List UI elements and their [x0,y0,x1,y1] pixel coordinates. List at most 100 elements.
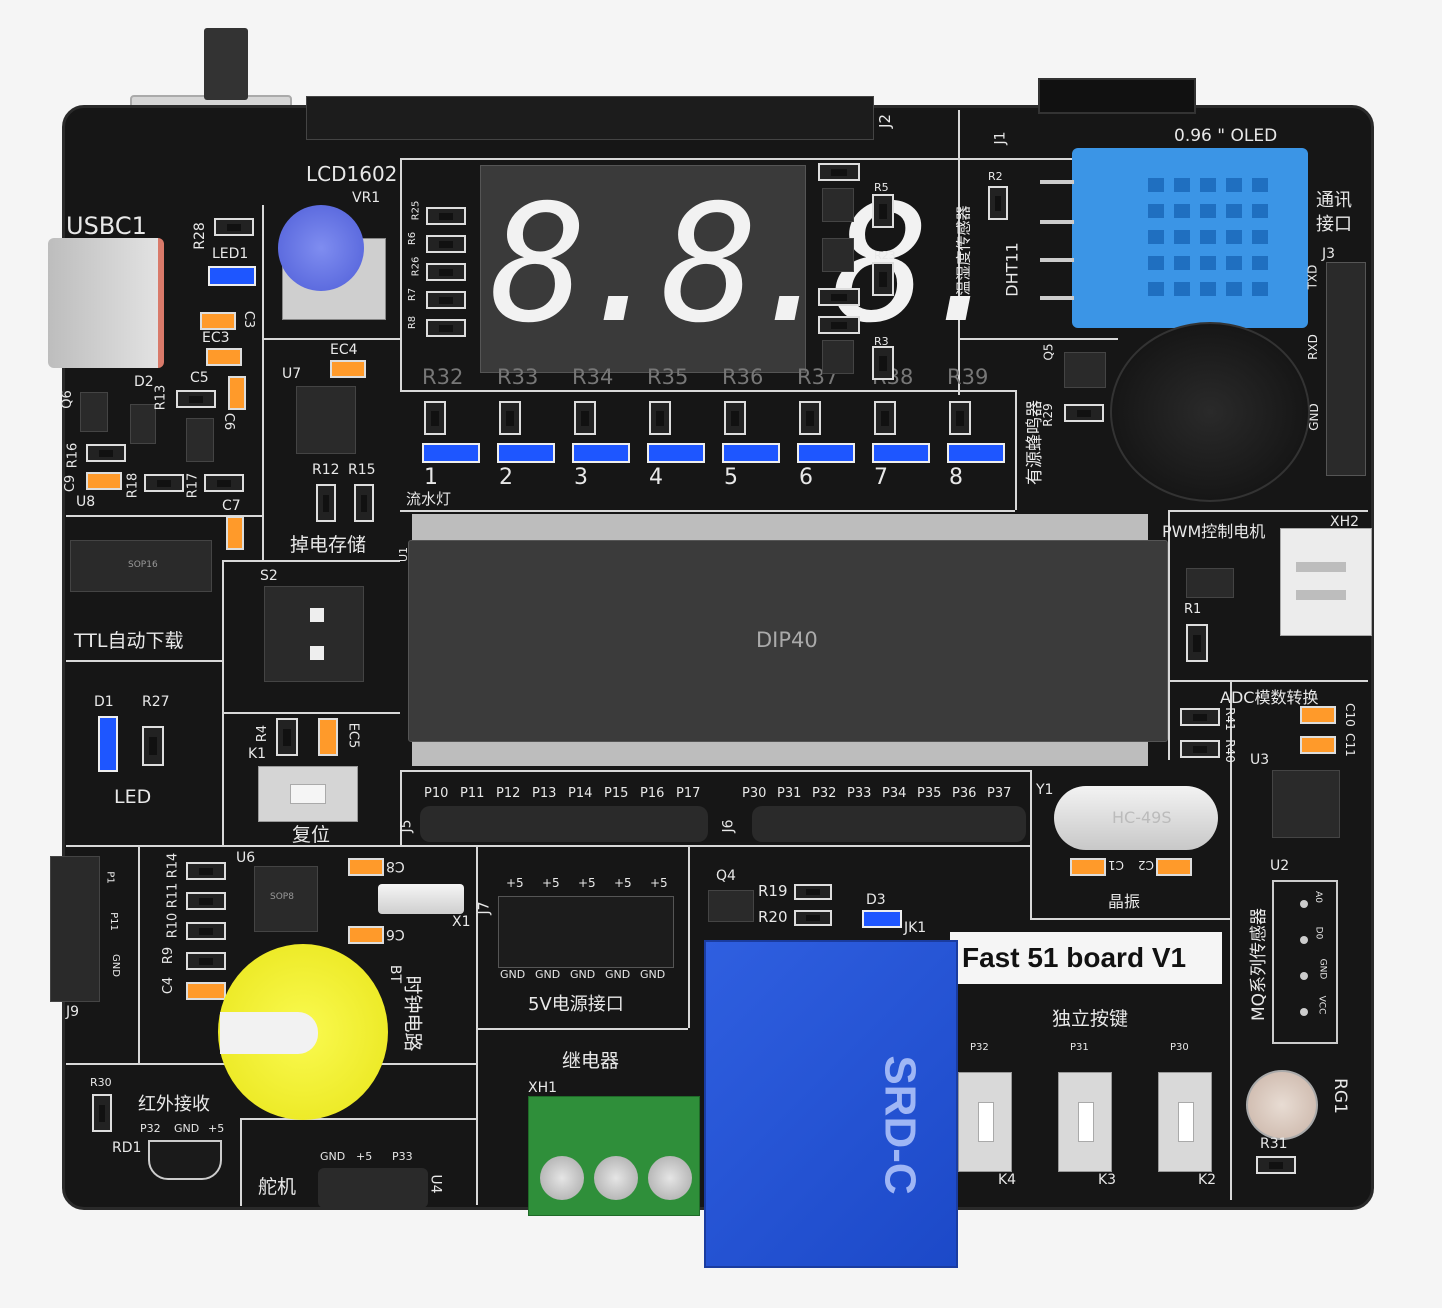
tact-switch-cap[interactable] [978,1102,994,1142]
marquee-section: R321R332R343R354R365R376R387R398 [404,365,1014,505]
dht11-vent [1148,178,1164,192]
u3-label: U3 [1250,752,1270,768]
board-title: Fast 51 board V1 [962,942,1187,973]
resistor [1180,740,1220,758]
dht11-sensor [1072,148,1308,328]
j6-pin-label: P31 [777,786,802,801]
r31-label: R31 [1260,1136,1288,1152]
seven-segment-digits: 8.8.8. [490,171,1015,359]
key-ref-label: K3 [1098,1172,1117,1188]
usb-c-connector[interactable] [48,238,164,368]
led-d3 [862,910,902,928]
q4-label: Q4 [716,868,736,884]
resistor [316,484,336,522]
dip-switch-toggle[interactable] [310,608,324,622]
terminal-screw[interactable] [648,1156,692,1200]
dht11-vent [1226,178,1242,192]
oled-label: 0.96 " OLED [1174,126,1278,146]
resistor [426,263,466,281]
r16-label: R16 [65,442,81,469]
dht11-vent [1252,230,1268,244]
capacitor [1300,706,1336,724]
x1-label: X1 [452,914,471,930]
resistor [424,401,446,435]
power-switch-lever[interactable] [204,28,248,100]
divider [262,338,400,340]
temp-sensor-label: 温湿度传感器 [954,205,973,296]
resistor [276,718,298,756]
power-pin-label: GND [500,968,526,981]
dht11-vent [1226,256,1242,270]
c6b-label: C6 [386,926,405,942]
clock-resistor-label: C4 [161,976,177,995]
j5-pin-label: P15 [604,786,629,801]
regulator [186,418,214,462]
r13-label: R13 [153,384,169,411]
board-title-box [950,932,1222,984]
led-label: LED [114,786,152,808]
marquee-number: 3 [574,465,588,490]
resistor [144,474,184,492]
jk1-label: JK1 [904,920,927,936]
r15-label: R15 [348,462,376,478]
dht11-vent [1200,178,1216,192]
tact-switch-cap[interactable] [1078,1102,1094,1142]
transistor-q3 [822,188,854,222]
resistor [354,484,374,522]
j5-pin-label: P12 [496,786,521,801]
j6-pin-label: P32 [812,786,837,801]
mq-pin-label: VCC [1316,995,1327,1015]
ttl-label: TTL自动下载 [74,630,184,652]
j6-pin-label: P35 [917,786,942,801]
xh2-label: XH2 [1330,514,1360,530]
resistor [214,218,254,236]
dht11-vent [1200,282,1216,296]
dip-switch-toggle[interactable] [310,646,324,660]
resistor [872,346,894,380]
resistor [426,207,466,225]
resistor [988,186,1008,220]
r5-label: R5 [874,181,889,194]
resistor [1064,404,1104,422]
resistor [649,401,671,435]
j5-pin-label: P16 [640,786,665,801]
terminal-screw[interactable] [540,1156,584,1200]
ir-pin-label: P32 [140,1122,161,1135]
u7-label: U7 [282,366,302,382]
marquee-resistor-label: R32 [422,365,464,389]
capacitor [348,926,384,944]
terminal-screw[interactable] [594,1156,638,1200]
motor-connector-xh2[interactable] [1280,528,1372,636]
tact-switch-cap[interactable] [1178,1102,1194,1142]
marquee-led [872,443,930,463]
k1-label: K1 [248,746,267,762]
dht11-grid [1148,178,1278,308]
ir-pin-label: GND [174,1122,200,1135]
j9-label: J9 [66,1004,80,1020]
transistor-q6 [80,392,108,432]
divider [400,158,402,390]
pot-knob[interactable] [278,205,364,291]
crystal-x1 [378,884,464,914]
marquee-number: 4 [649,465,663,490]
capacitor [1070,858,1106,876]
clock-label: 时钟电路 [401,975,424,1052]
ir-pin-label: +5 [208,1122,225,1135]
capacitor [186,982,226,1000]
reset-button-cap[interactable] [290,784,326,804]
divider [240,1118,476,1120]
seg-resistor-label: R26 [410,256,422,277]
resistor [574,401,596,435]
r30-label: R30 [90,1076,112,1089]
transistor-q4 [708,890,754,922]
j2-label: J2 [875,114,894,128]
divider [958,338,1118,340]
dht11-vent [1174,282,1190,296]
resistor [872,194,894,228]
power-pin-label: +5 [650,876,668,890]
j6-pin-label: P37 [987,786,1012,801]
ec4-label: EC4 [330,342,358,358]
dip-switch-s2[interactable] [264,586,364,682]
